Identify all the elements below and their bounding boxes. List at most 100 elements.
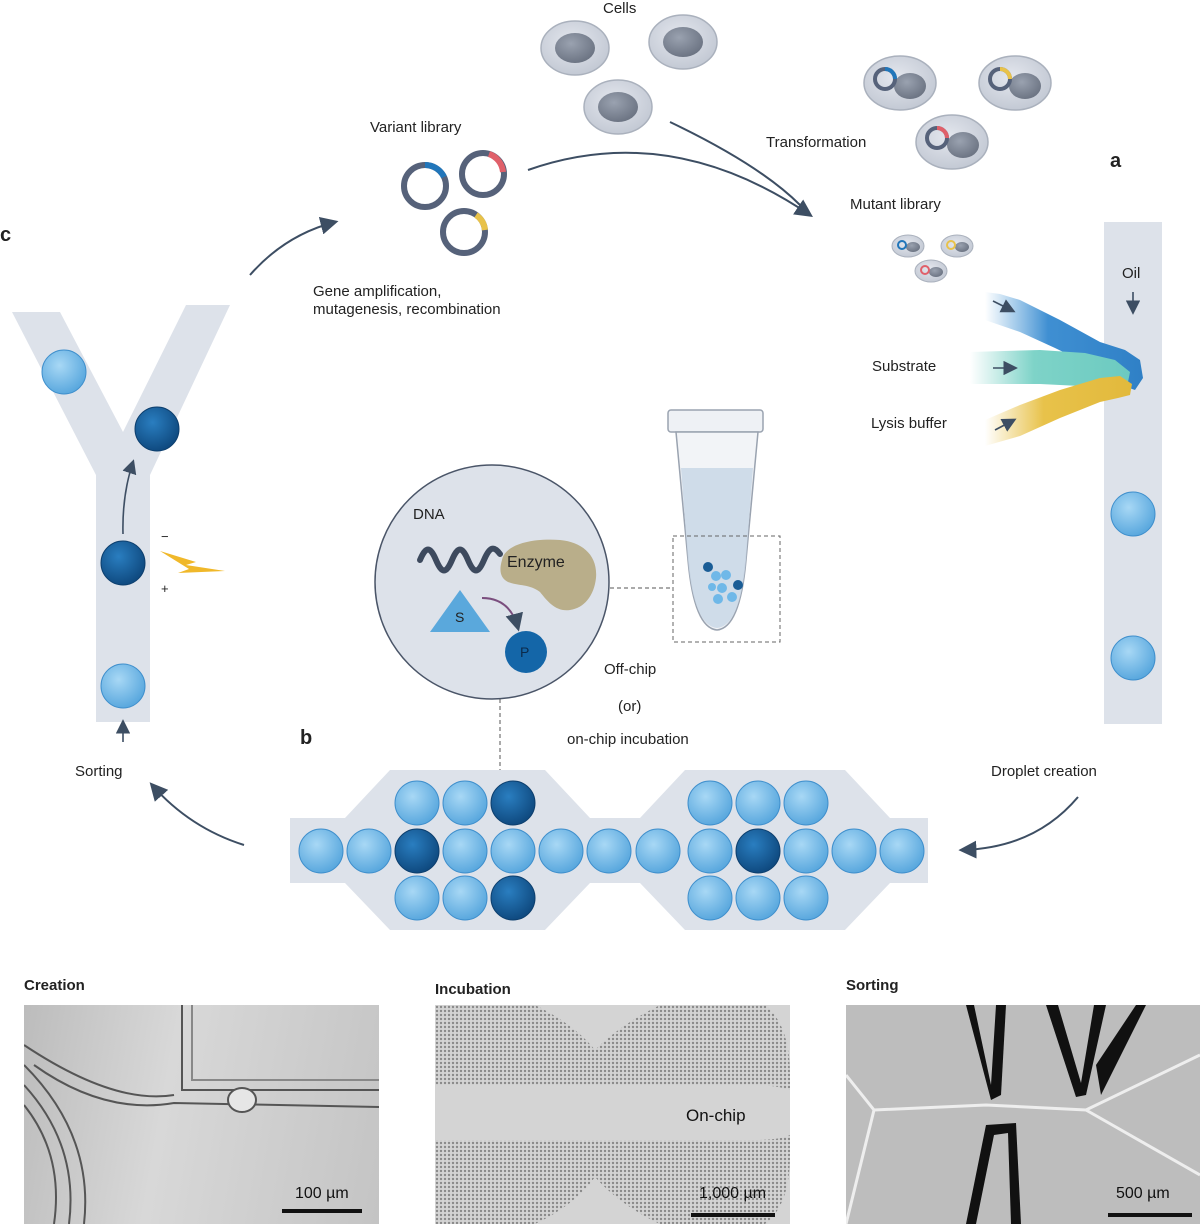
or-label: (or)	[618, 698, 642, 715]
on-chip-incubation-label: on-chip incubation	[567, 731, 689, 748]
substrate-triangle	[430, 590, 490, 632]
oil-label: Oil	[1122, 265, 1141, 282]
on-chip-overlay-label: On-chip	[686, 1106, 746, 1125]
sort-path-arrow	[122, 459, 137, 535]
droplet	[100, 540, 146, 586]
transformed-cells	[863, 55, 1052, 170]
reaction-zoom	[374, 464, 610, 700]
droplet	[442, 828, 488, 874]
droplet	[783, 780, 829, 826]
tube-icon	[667, 409, 781, 643]
droplet	[687, 875, 733, 921]
droplet	[783, 875, 829, 921]
micrograph-title-creation: Creation	[24, 977, 85, 994]
droplet	[831, 828, 877, 874]
y-channel	[12, 305, 230, 722]
transformed-cell	[978, 55, 1052, 111]
droplet	[1110, 491, 1156, 537]
plasmid	[440, 208, 488, 256]
cell	[540, 20, 610, 76]
plasmid	[401, 161, 449, 210]
droplet	[442, 875, 488, 921]
droplet	[586, 828, 632, 874]
transformation-label: Transformation	[766, 134, 867, 151]
cells-group	[540, 14, 718, 135]
droplet	[538, 828, 584, 874]
mutant-library-label: Mutant library	[850, 196, 941, 213]
mutagenesis-label: mutagenesis, recombination	[313, 301, 501, 318]
micrograph-title-sorting: Sorting	[846, 977, 899, 994]
cell	[648, 14, 718, 70]
gene-amplification-label: Gene amplification,	[313, 283, 442, 300]
small-cell	[914, 259, 948, 283]
scale-label-sorting: 500 µm	[1116, 1185, 1170, 1202]
droplet	[442, 780, 488, 826]
arrow-to-variant-library	[249, 216, 339, 276]
variant-library-label: Variant library	[370, 119, 462, 136]
panel-label-c: c	[0, 224, 12, 246]
micrograph-title-incubation: Incubation	[435, 981, 511, 998]
s-label: S	[455, 609, 465, 625]
droplet-positive	[490, 875, 536, 921]
lightning-icon	[160, 551, 225, 573]
small-cell	[891, 234, 925, 258]
minus-label: −	[161, 529, 169, 544]
panel-label-b: b	[300, 727, 313, 749]
arrow-cells-to-mutant	[669, 121, 801, 206]
off-chip-label: Off-chip	[604, 661, 657, 678]
droplet	[783, 828, 829, 874]
arrow-variant-to-mutant	[527, 151, 813, 218]
droplet	[735, 780, 781, 826]
droplet	[735, 875, 781, 921]
droplet	[394, 780, 440, 826]
reaction-arrow	[481, 597, 523, 632]
product-circle	[505, 631, 547, 673]
transformed-cell	[915, 114, 989, 170]
droplet	[879, 828, 925, 874]
diagram-canvas	[12, 14, 1162, 930]
droplet-positive	[735, 828, 781, 874]
enzyme-label: Enzyme	[507, 554, 565, 571]
variant-library-plasmids	[401, 150, 507, 256]
droplet	[100, 663, 146, 709]
droplet-positive	[394, 828, 440, 874]
panel-label-a: a	[1110, 150, 1122, 172]
plus-label: +	[161, 581, 169, 596]
small-cell	[940, 234, 974, 258]
tube-cap	[667, 409, 764, 433]
scale-label-incubation: 1,000 µm	[699, 1185, 767, 1202]
arrow-droplet-creation	[958, 796, 1079, 859]
droplet-creation-label: Droplet creation	[991, 763, 1097, 780]
lysis-buffer-label: Lysis buffer	[871, 415, 947, 432]
cell	[583, 79, 653, 135]
enzyme-shape	[500, 539, 597, 611]
sorting-chip	[12, 305, 230, 742]
droplet	[687, 828, 733, 874]
arrow-to-sorting	[149, 782, 245, 846]
substrate-label: Substrate	[872, 358, 937, 375]
incubation-droplets	[298, 780, 925, 921]
scale-label-creation: 100 µm	[295, 1185, 349, 1202]
droplet	[1110, 635, 1156, 681]
yellow-inlet	[985, 376, 1132, 446]
teal-inlet	[970, 350, 1130, 386]
p-label: P	[520, 644, 530, 660]
droplet	[298, 828, 344, 874]
cells-label: Cells	[603, 0, 637, 17]
droplet-creation-chip	[970, 222, 1162, 724]
incubation-chip	[290, 770, 928, 930]
mutant-library-cells	[891, 234, 974, 283]
droplet	[41, 349, 87, 395]
dna-icon	[417, 545, 503, 574]
transformed-cell	[863, 55, 937, 111]
droplet	[134, 406, 180, 452]
droplet	[394, 875, 440, 921]
dna-label: DNA	[413, 506, 445, 523]
cycle-arrows	[149, 121, 1079, 859]
micrograph-creation: 100 µm	[24, 1005, 379, 1224]
droplet	[490, 828, 536, 874]
droplet	[346, 828, 392, 874]
droplet-positive	[490, 780, 536, 826]
plasmid	[459, 150, 507, 198]
